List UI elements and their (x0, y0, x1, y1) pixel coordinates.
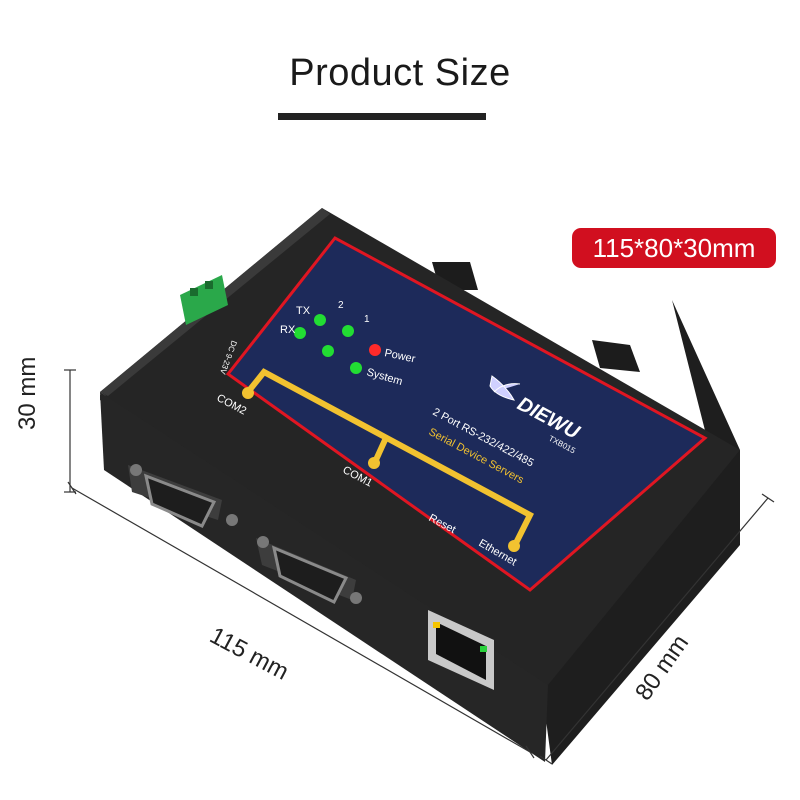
page-title: Product Size (289, 52, 511, 94)
dimension-lines (64, 369, 775, 765)
ethernet-node (508, 540, 520, 552)
led-channel-2: 2 (338, 300, 344, 311)
device-side (542, 300, 740, 765)
rx2-led (294, 327, 306, 339)
brand-logo-icon (489, 375, 521, 401)
rx-label: RX (280, 324, 296, 336)
com2-db9-connector (128, 464, 238, 528)
com1-db9-connector (256, 536, 362, 604)
tx-label: TX (296, 305, 311, 317)
power-terminal-block (180, 275, 228, 325)
height-dimension-label: 30 mm (14, 356, 41, 430)
com2-node (242, 387, 254, 399)
title-underline (278, 113, 486, 120)
tx1-led (342, 325, 354, 337)
rx1-led (322, 345, 334, 357)
tx2-led (314, 314, 326, 326)
ethernet-port (428, 610, 494, 690)
system-led (350, 362, 362, 374)
size-badge: 115*80*30mm (572, 228, 776, 268)
rail-clip-right (592, 340, 640, 372)
power-led (369, 344, 381, 356)
led-channel-1: 1 (364, 314, 370, 325)
com1-node (368, 457, 380, 469)
